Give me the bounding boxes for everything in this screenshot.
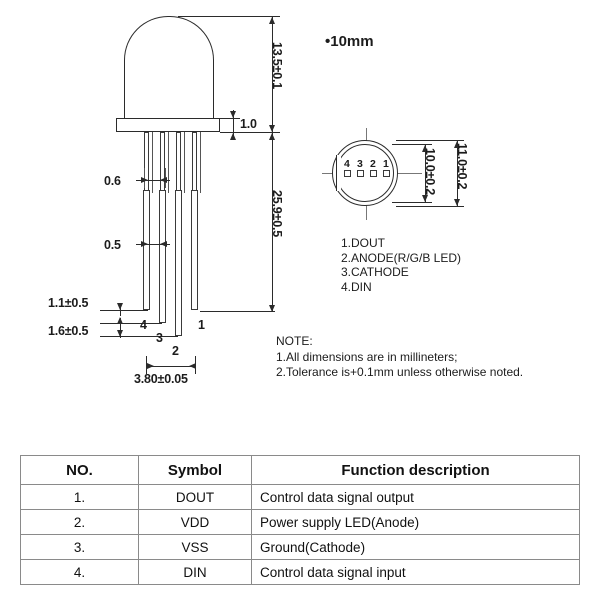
dim-outer-diameter: 11.0±0.2 [455,143,469,190]
pad-square-1 [383,170,390,177]
pad-square-2 [370,170,377,177]
pin-function-table: NO. Symbol Function description 1. DOUT … [20,455,580,585]
cell-no: 1. [20,484,139,510]
pad-number-3: 3 [357,158,363,170]
cell-symbol: DOUT [138,484,252,510]
dim-lead-span: 3.80±0.05 [134,372,188,386]
pad-number-2: 2 [370,158,376,170]
led-dome [124,16,214,121]
pin-function-legend: 1.DOUT 2.ANODE(R/G/B LED) 3.CATHODE 4.DI… [341,236,462,294]
th-symbol: Symbol [138,455,252,485]
dim-lead-width-upper: 0.6 [104,174,121,188]
dim-lead-step-large: 1.6±0.5 [48,324,89,338]
th-desc: Function description [251,455,580,485]
dim-inner-diameter: 10.0±0.2 [423,148,437,195]
side-pin-number-4: 4 [140,318,147,332]
lead-pin-2-lower [175,190,182,336]
table-header-row: NO. Symbol Function description [20,455,580,485]
cell-no: 3. [20,534,139,560]
cell-no: 2. [20,509,139,535]
table-row: 3. VSS Ground(Cathode) [20,534,580,560]
cell-desc: Power supply LED(Anode) [251,509,580,535]
side-pin-number-2: 2 [172,344,179,358]
table-row: 4. DIN Control data signal input [20,559,580,585]
pad-square-3 [357,170,364,177]
dim-dome-height: 13.5±0.1 [270,42,284,89]
th-no: NO. [20,455,139,485]
cell-symbol: VDD [138,509,252,535]
cell-symbol: DIN [138,559,252,585]
pad-number-4: 4 [344,158,350,170]
lead-pin-2-upper [176,132,181,193]
lead-pin-4-lower [143,190,150,310]
notes-block: NOTE: 1.All dimensions are in millineter… [276,334,524,379]
table-row: 2. VDD Power supply LED(Anode) [20,509,580,535]
cell-desc: Control data signal input [251,559,580,585]
lead-pin-3-lower [159,190,166,323]
cell-desc: Control data signal output [251,484,580,510]
cell-no: 4. [20,559,139,585]
lead-pin-1-upper [192,132,197,193]
pad-number-1: 1 [383,158,389,170]
lead-pin-1-lower [191,190,198,310]
led-flange [116,118,220,132]
dim-lead-step-small: 1.1±0.5 [48,296,89,310]
side-pin-number-1: 1 [198,318,205,332]
dim-lead-total-length: 25.9±0.5 [270,190,284,237]
dim-flange-thickness: 1.0 [240,117,257,131]
diameter-label: •10mm [325,33,374,50]
package-flat-edge [336,155,341,191]
cell-desc: Ground(Cathode) [251,534,580,560]
side-pin-number-3: 3 [156,331,163,345]
dim-lead-width-lower: 0.5 [104,238,121,252]
pad-square-4 [344,170,351,177]
table-row: 1. DOUT Control data signal output [20,484,580,510]
cell-symbol: VSS [138,534,252,560]
